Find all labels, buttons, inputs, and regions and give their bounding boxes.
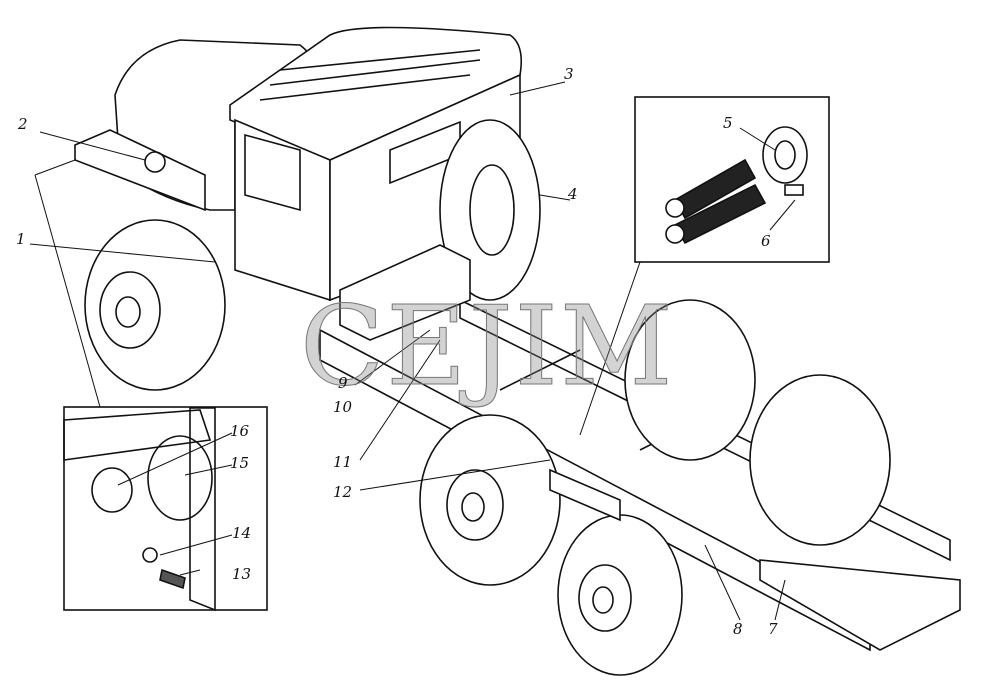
callout-5: 5 [723, 114, 733, 132]
callout-2: 2 [18, 115, 28, 133]
callout-8: 8 [733, 620, 743, 638]
callout-15: 15 [230, 454, 250, 472]
callout-3: 3 [564, 65, 574, 83]
plugs [665, 126, 808, 245]
spare-wheel [439, 119, 541, 301]
callout-6: 6 [761, 232, 771, 250]
watermark: CEJIM [300, 282, 675, 411]
leaf-spring [549, 468, 621, 522]
callout-12: 12 [333, 483, 353, 501]
callout-10: 10 [333, 398, 353, 416]
battery-box [339, 244, 471, 341]
rear-wheels [419, 299, 891, 676]
callout-1: 1 [16, 230, 26, 248]
callout-9: 9 [338, 374, 348, 392]
callout-14: 14 [232, 524, 252, 542]
front-wheel [84, 219, 226, 391]
cover-detail [63, 407, 216, 612]
callout-7: 7 [768, 620, 778, 638]
callout-13: 13 [232, 565, 252, 583]
callout-4: 4 [568, 185, 578, 203]
leader-lines [29, 81, 796, 621]
callout-16: 16 [230, 422, 250, 440]
callout-11: 11 [333, 453, 353, 471]
